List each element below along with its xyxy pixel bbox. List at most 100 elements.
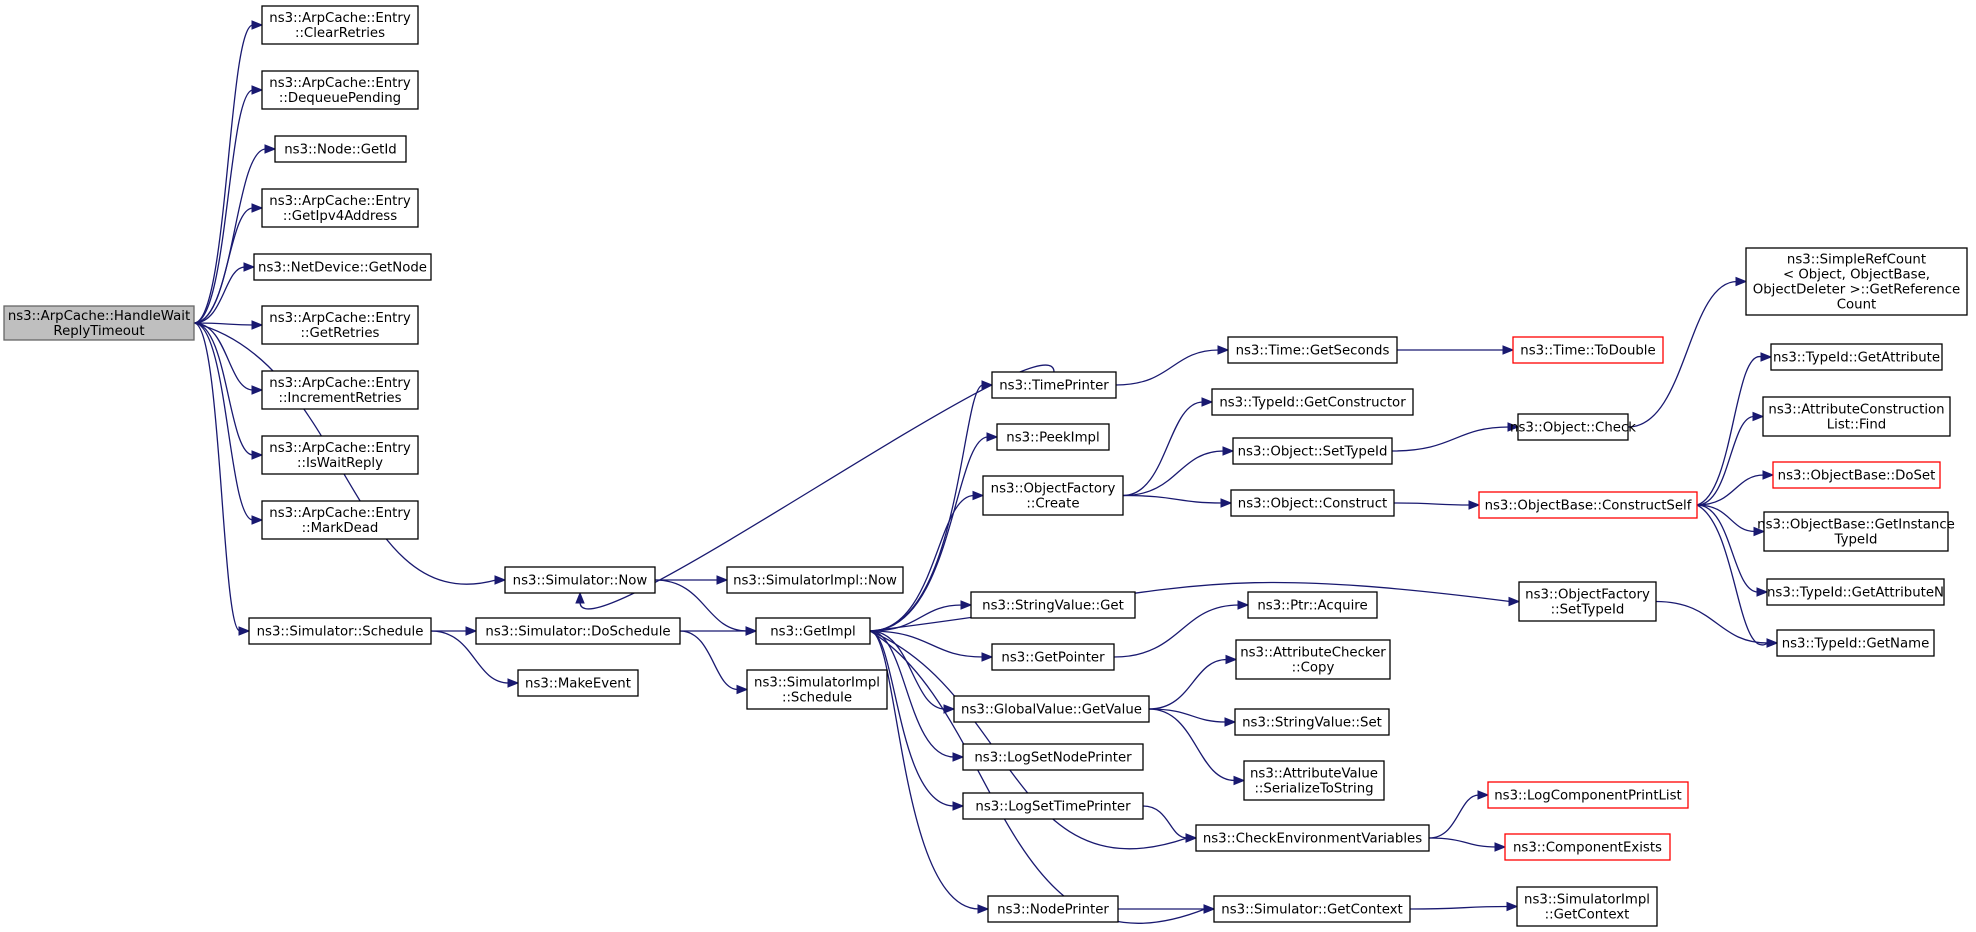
node-check-env-vars[interactable]: ns3::CheckEnvironmentVariables	[1195, 824, 1430, 852]
node-node-printer[interactable]: ns3::NodePrinter	[987, 895, 1119, 923]
node-make-event[interactable]: ns3::MakeEvent	[517, 669, 639, 697]
node-type-id-get-name[interactable]: ns3::TypeId::GetName	[1776, 629, 1935, 657]
node-label: ns3::ArpCache::Entry	[269, 311, 411, 326]
node-sim-schedule[interactable]: ns3::Simulator::Schedule	[248, 617, 432, 645]
node-type-id-get-ctor[interactable]: ns3::TypeId::GetConstructor	[1211, 388, 1414, 416]
node-time-printer[interactable]: ns3::TimePrinter	[991, 371, 1117, 399]
node-box	[996, 423, 1110, 451]
node-net-dev-get-node[interactable]: ns3::NetDevice::GetNode	[253, 253, 432, 281]
node-label: ns3::Object::SetTypeId	[1238, 445, 1388, 460]
arrowhead	[1224, 717, 1237, 727]
arrowhead	[1756, 587, 1769, 597]
node-get-impl[interactable]: ns3::GetImpl	[755, 617, 871, 645]
node-sim-impl-schedule[interactable]: ns3::SimulatorImpl::Schedule	[746, 669, 888, 710]
arrowhead	[251, 385, 264, 395]
node-obj-base-do-set[interactable]: ns3::ObjectBase::DoSet	[1772, 461, 1941, 489]
edge-get-pointer-to-ptr-acquire	[1113, 604, 1240, 658]
node-global-value-get[interactable]: ns3::GlobalValue::GetValue	[953, 695, 1150, 723]
arrowhead	[264, 144, 277, 154]
node-dequeue-pending[interactable]: ns3::ArpCache::Entry::DequeuePending	[261, 70, 419, 110]
node-box	[970, 591, 1136, 619]
node-do-schedule[interactable]: ns3::Simulator::DoSchedule	[475, 617, 681, 645]
edge-obj-construct-to-construct-self	[1393, 502, 1471, 506]
edge-root-to-mark-dead	[193, 322, 254, 521]
edge-obj-set-type-id-to-object-check	[1391, 426, 1510, 452]
edge-get-impl-to-check-env-vars	[869, 630, 1188, 850]
node-attr-value-ser[interactable]: ns3::AttributeValue::SerializeToString	[1243, 760, 1385, 801]
node-sim-get-context[interactable]: ns3::Simulator::GetContext	[1213, 895, 1411, 923]
node-sim-impl-get-context[interactable]: ns3::SimulatorImpl::GetContext	[1516, 886, 1658, 927]
node-label: ns3::TimePrinter	[999, 379, 1109, 394]
node-obj-set-type-id[interactable]: ns3::Object::SetTypeId	[1232, 437, 1393, 465]
node-get-ipv4[interactable]: ns3::ArpCache::Entry::GetIpv4Address	[261, 188, 419, 228]
node-attr-checker-copy[interactable]: ns3::AttributeChecker::Copy	[1235, 639, 1391, 680]
arrowhead	[1237, 600, 1250, 610]
arrowhead	[1735, 276, 1748, 287]
node-box	[1235, 639, 1391, 680]
node-component-exists[interactable]: ns3::ComponentExists	[1504, 833, 1671, 861]
node-box	[261, 435, 419, 475]
node-box	[962, 743, 1144, 771]
node-get-pointer[interactable]: ns3::GetPointer	[991, 643, 1115, 671]
arrowhead	[1762, 470, 1775, 480]
node-label: ns3::StringValue::Set	[1242, 716, 1382, 731]
edge-get-impl-to-sim-get-context	[869, 630, 1206, 924]
edge-root-to-node-get-id	[193, 148, 267, 324]
node-mark-dead[interactable]: ns3::ArpCache::Entry::MarkDead	[261, 500, 419, 540]
node-type-id-get-attr[interactable]: ns3::TypeId::GetAttribute	[1770, 343, 1943, 371]
node-type-id-get-attr-n[interactable]: ns3::TypeId::GetAttributeN	[1766, 578, 1945, 606]
node-sim-impl-now[interactable]: ns3::SimulatorImpl::Now	[726, 566, 904, 594]
node-construct-self[interactable]: ns3::ObjectBase::ConstructSelf	[1478, 491, 1698, 519]
node-box	[1762, 396, 1951, 437]
node-box	[517, 669, 639, 697]
edge-construct-self-to-type-id-get-attr-n	[1696, 504, 1759, 593]
node-string-value-get[interactable]: ns3::StringValue::Get	[970, 591, 1136, 619]
node-string-value-set[interactable]: ns3::StringValue::Set	[1234, 708, 1390, 736]
arrowhead	[243, 262, 256, 272]
node-ptr-acquire[interactable]: ns3::Ptr::Acquire	[1247, 591, 1378, 619]
node-simple-ref-count[interactable]: ns3::SimpleRefCount< Object, ObjectBase,…	[1745, 247, 1968, 316]
arrowhead	[1506, 901, 1519, 912]
arrowhead	[1220, 498, 1233, 508]
edge-root-to-sim-now	[193, 322, 497, 585]
node-label: ReplyTimeout	[53, 324, 144, 339]
node-obj-factory-set-type-id[interactable]: ns3::ObjectFactory::SetTypeId	[1518, 581, 1657, 622]
node-box	[253, 253, 432, 281]
node-obj-factory-create[interactable]: ns3::ObjectFactory::Create	[982, 475, 1124, 516]
node-label: Count	[1837, 298, 1877, 313]
node-box	[1517, 413, 1629, 441]
node-label: ns3::PeekImpl	[1006, 431, 1099, 446]
node-log-set-node-printer[interactable]: ns3::LogSetNodePrinter	[962, 743, 1144, 771]
node-log-set-time-printer[interactable]: ns3::LogSetTimePrinter	[962, 792, 1144, 820]
node-obj-construct[interactable]: ns3::Object::Construct	[1230, 489, 1395, 517]
edge-get-impl-to-string-value-get	[869, 604, 963, 632]
node-peek-impl[interactable]: ns3::PeekImpl	[996, 423, 1110, 451]
node-label: ns3::ObjectBase::ConstructSelf	[1485, 499, 1692, 514]
node-inc-retries[interactable]: ns3::ArpCache::Entry::IncrementRetries	[261, 370, 419, 410]
node-box	[1230, 489, 1395, 517]
node-is-wait-reply[interactable]: ns3::ArpCache::Entry::IsWaitReply	[261, 435, 419, 475]
node-log-comp-print-list[interactable]: ns3::LogComponentPrintList	[1487, 781, 1689, 809]
arrowhead	[972, 490, 985, 501]
node-object-check[interactable]: ns3::Object::Check	[1510, 413, 1636, 441]
arrowhead	[251, 515, 264, 525]
node-box	[991, 643, 1115, 671]
node-box	[261, 305, 419, 345]
node-node-get-id[interactable]: ns3::Node::GetId	[274, 135, 407, 163]
node-sim-now[interactable]: ns3::Simulator::Now	[504, 566, 656, 594]
node-label: ::IncrementRetries	[278, 391, 401, 406]
arrowhead	[1477, 790, 1490, 800]
arrowhead	[960, 600, 973, 610]
node-time-to-double[interactable]: ns3::Time::ToDouble	[1512, 336, 1664, 364]
node-label: ns3::LogComponentPrintList	[1494, 789, 1682, 804]
node-clear-retries[interactable]: ns3::ArpCache::Entry::ClearRetries	[261, 5, 419, 45]
node-time-get-seconds[interactable]: ns3::Time::GetSeconds	[1227, 336, 1398, 364]
node-get-retries[interactable]: ns3::ArpCache::Entry::GetRetries	[261, 305, 419, 345]
node-label: ns3::ObjectFactory	[991, 482, 1116, 497]
edge-root-to-net-dev-get-node	[193, 266, 246, 324]
nodes-layer: ns3::ArpCache::HandleWaitReplyTimeoutns3…	[3, 5, 1968, 927]
node-label: ns3::ArpCache::Entry	[269, 11, 411, 26]
